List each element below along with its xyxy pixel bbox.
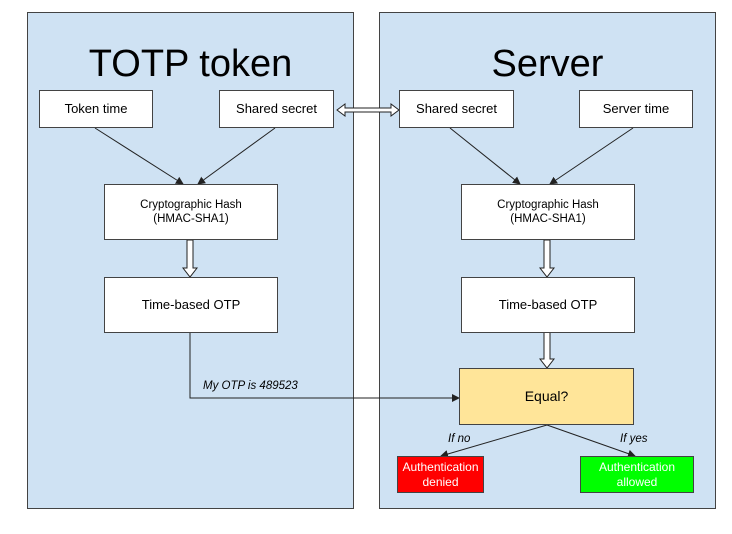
if-yes-arrow (546, 424, 636, 458)
right-shared-secret-label: Shared secret (416, 100, 497, 116)
left-otp-label: Time-based OTP (141, 296, 241, 312)
equal-label: Equal? (524, 387, 569, 404)
left-shared-secret-label: Shared secret (236, 100, 317, 116)
left-secret-to-hash-arrow (197, 127, 276, 185)
right-shared-secret-box: Shared secret (399, 90, 514, 128)
left-shared-secret-box: Shared secret (219, 90, 334, 128)
otp-message-arrow (189, 333, 460, 402)
totp-token-title: TOTP token (88, 43, 293, 85)
equal-decision-box: Equal? (459, 368, 634, 425)
left-hash-box: Cryptographic Hash (HMAC-SHA1) (104, 184, 278, 240)
server-title: Server (491, 43, 604, 85)
left-otp-box: Time-based OTP (104, 277, 278, 333)
right-hash-box: Cryptographic Hash (HMAC-SHA1) (461, 184, 635, 240)
authentication-denied-box: Authentication denied (397, 456, 484, 493)
if-no-label: If no (448, 433, 471, 445)
right-otp-box: Time-based OTP (461, 277, 635, 333)
right-hash-label: Cryptographic Hash (HMAC-SHA1) (497, 198, 599, 225)
authentication-denied-label: Authentication denied (402, 459, 479, 489)
authentication-allowed-label: Authentication allowed (598, 459, 676, 489)
token-time-box: Token time (39, 90, 153, 128)
if-yes-label: If yes (620, 433, 648, 445)
right-otp-label: Time-based OTP (498, 296, 598, 312)
left-hash-to-otp-arrow (181, 239, 199, 278)
right-hash-to-otp-arrow (538, 239, 556, 278)
authentication-allowed-box: Authentication allowed (580, 456, 694, 493)
server-time-box: Server time (579, 90, 693, 128)
right-secret-to-hash-arrow (449, 127, 521, 185)
server-time-label: Server time (602, 100, 670, 116)
right-otp-to-equal-arrow (538, 331, 556, 369)
otp-message-label: My OTP is 489523 (203, 380, 298, 392)
server-time-to-hash-arrow (549, 127, 634, 185)
shared-secret-exchange-arrow (336, 103, 400, 117)
token-time-to-hash-arrow (94, 127, 184, 185)
token-time-label: Token time (64, 100, 128, 116)
if-no-arrow (440, 424, 548, 458)
left-hash-label: Cryptographic Hash (HMAC-SHA1) (140, 198, 242, 225)
